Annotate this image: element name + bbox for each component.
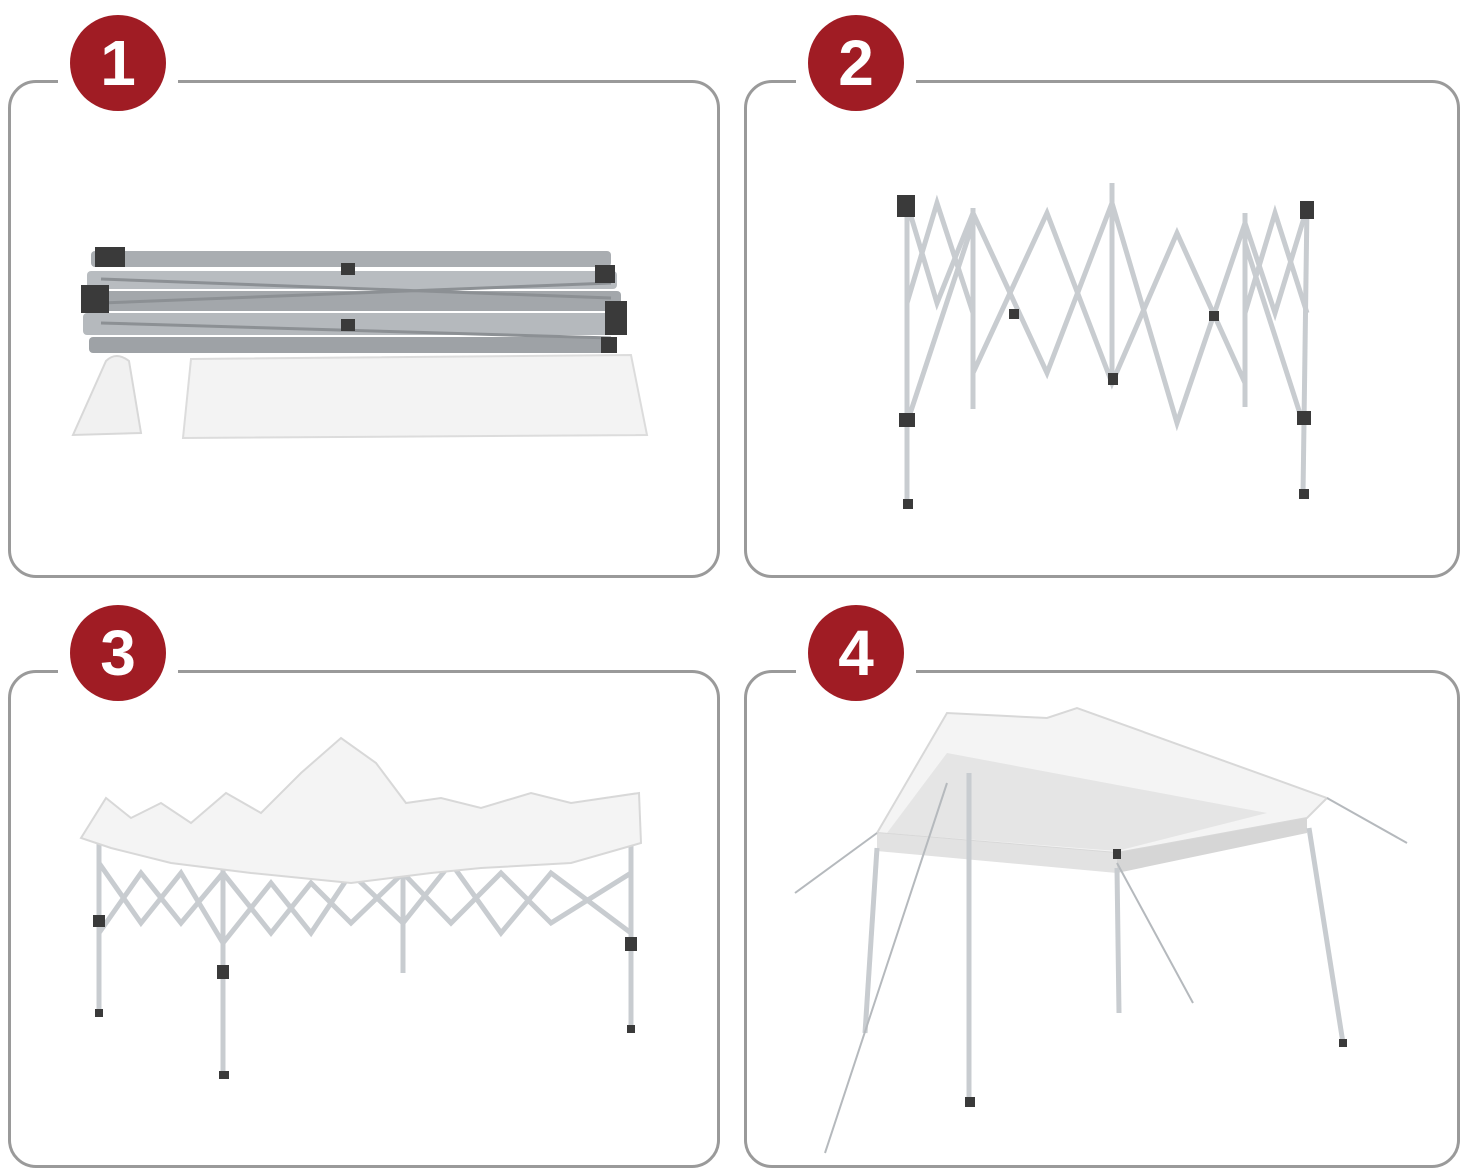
folded-frame: [81, 247, 627, 353]
step-number: 3: [100, 617, 136, 689]
expanded-frame-illustration: [897, 183, 1314, 509]
step-number: 2: [838, 27, 874, 99]
canopy-cover: [181, 353, 649, 440]
step-number-badge: 4: [808, 605, 904, 701]
partial-raise-illustration: [79, 736, 643, 1079]
step-panel-3: [8, 670, 720, 1168]
step-number-badge: 3: [70, 605, 166, 701]
step-panel-1: [8, 80, 720, 578]
folded-tent-illustration: [71, 247, 649, 440]
step-panel-2: [744, 80, 1460, 578]
canopy-fabric: [79, 736, 643, 885]
step-number: 1: [100, 27, 136, 99]
step-panel-4: [744, 670, 1460, 1168]
step-number-badge: 1: [70, 15, 166, 111]
step-number: 4: [838, 617, 874, 689]
step-number-badge: 2: [808, 15, 904, 111]
stake-bag: [71, 355, 143, 437]
complete-tent-illustration: [794, 706, 1408, 1154]
